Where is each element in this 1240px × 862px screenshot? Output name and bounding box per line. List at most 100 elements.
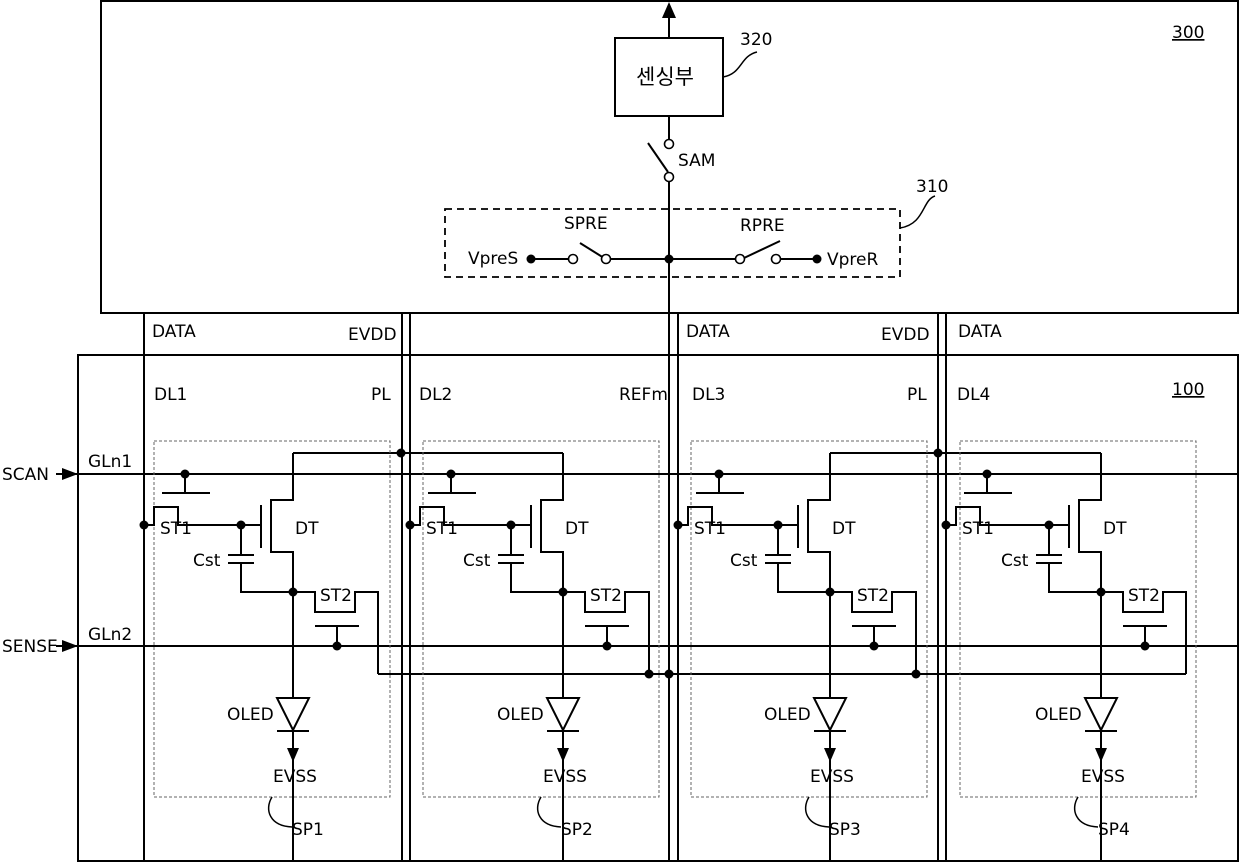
cst-wire-bottom: [511, 563, 563, 592]
gate-line-2: [56, 640, 1238, 652]
top-block-ref: 300: [1172, 23, 1204, 43]
st1-label: ST1: [694, 519, 726, 539]
st1-transistor: [678, 507, 778, 525]
subpixel-4: ST1DTCstST2OLEDEVSSSP4: [942, 441, 1197, 860]
subpixel-label: SP2: [561, 820, 593, 840]
gln2-label: GLn2: [88, 625, 132, 645]
subpixel-3: ST1 DT CstST2OLED EVSS SP3: [674, 441, 928, 860]
dt-transistor: [1079, 453, 1101, 860]
oled-label: OLED: [764, 705, 811, 725]
data-label-1: DATA: [152, 322, 196, 342]
st1-gate-node: [715, 470, 724, 479]
oled-label: OLED: [497, 705, 544, 725]
scan-label: SCAN: [2, 465, 49, 485]
subpixel-cells: ST1 DT CstST2OLED EVSS SP1 ST1 DT CstST2OLED EVS…: [140, 441, 1197, 860]
evdd-label-2: EVDD: [881, 325, 930, 345]
evss-label: EVSS: [543, 767, 587, 787]
output-arrow: [662, 2, 676, 38]
subpixel-leader: [806, 797, 829, 827]
evdd-label-1: EVDD: [348, 325, 397, 345]
subpixel-label: SP3: [829, 820, 861, 840]
oled-diode: [547, 698, 579, 730]
rpre-label: RPRE: [740, 216, 785, 236]
cst-label: Cst: [463, 551, 491, 571]
cst-wire-bottom: [241, 563, 293, 592]
sam-switch: [648, 116, 674, 862]
cst-wire-bottom: [1049, 563, 1101, 592]
vpres-label: VpreS: [468, 249, 518, 269]
spre-switch: [527, 243, 736, 264]
sensing-unit-ref: 320: [740, 30, 772, 50]
dt-transistor: [541, 453, 563, 860]
st1-label: ST1: [426, 519, 458, 539]
dl3-label: DL3: [692, 385, 725, 405]
subpixel-2: ST1 DT CstST2OLED EVSS SP2: [406, 441, 660, 860]
evss-arrow: [824, 748, 836, 762]
st1-label: ST1: [160, 519, 192, 539]
display-panel-frame: [78, 355, 1238, 861]
rpre-switch: [736, 241, 822, 264]
pl-label-2: PL: [907, 385, 927, 405]
oled-diode: [814, 698, 846, 730]
sam-label: SAM: [678, 151, 715, 171]
st1-gate-node: [181, 470, 190, 479]
st1-label: ST1: [962, 519, 994, 539]
evss-label: EVSS: [1081, 767, 1125, 787]
oled-diode: [1085, 698, 1117, 730]
subpixel-label: SP4: [1098, 820, 1130, 840]
subpixel-leader: [538, 797, 561, 827]
st2-gate-node: [333, 642, 342, 651]
evdd-wires: [293, 449, 1101, 458]
precharge-node: [665, 255, 674, 264]
st2-gate-node: [603, 642, 612, 651]
oled-diode: [277, 698, 309, 730]
oled-label: OLED: [1035, 705, 1082, 725]
dt-label: DT: [295, 519, 319, 539]
precharge-leader: [900, 196, 935, 228]
subpixel-boundary: [154, 441, 390, 797]
st1-gate-node: [447, 470, 456, 479]
sensing-unit-leader: [723, 52, 757, 77]
st2-label: ST2: [857, 586, 889, 606]
dl4-label: DL4: [957, 385, 990, 405]
data-label-3: DATA: [958, 322, 1002, 342]
data-line-node: [406, 521, 415, 530]
sensing-unit-label: 센싱부: [636, 65, 694, 89]
subpixel-boundary: [960, 441, 1196, 797]
st2-label: ST2: [1128, 586, 1160, 606]
dt-label: DT: [832, 519, 856, 539]
dl1-label: DL1: [154, 385, 187, 405]
oled-label: OLED: [227, 705, 274, 725]
subpixel-boundary: [423, 441, 659, 797]
precharge-ref: 310: [916, 177, 948, 197]
cst-label: Cst: [193, 551, 221, 571]
evss-arrow: [287, 748, 299, 762]
evss-arrow: [557, 748, 569, 762]
subpixel-label: SP1: [292, 820, 324, 840]
st2-gate-node: [870, 642, 879, 651]
subpixel-leader: [269, 797, 292, 827]
st2-label: ST2: [590, 586, 622, 606]
evss-label: EVSS: [810, 767, 854, 787]
st1-gate-node: [983, 470, 992, 479]
dt-transistor: [271, 453, 293, 860]
refm-label: REFm: [619, 385, 668, 405]
data-line-node: [942, 521, 951, 530]
cst-label: Cst: [1001, 551, 1029, 571]
data-line-node: [140, 521, 149, 530]
cst-wire-bottom: [778, 563, 830, 592]
st1-transistor: [144, 507, 241, 525]
dt-label: DT: [565, 519, 589, 539]
panel-ref: 100: [1172, 380, 1204, 400]
vprer-label: VpreR: [827, 250, 878, 270]
evss-label: EVSS: [273, 767, 317, 787]
gln1-label: GLn1: [88, 452, 132, 472]
cst-label: Cst: [730, 551, 758, 571]
subpixel-1: ST1DTCstST2OLEDEVSSSP1: [140, 441, 391, 860]
subpixel-leader: [1075, 797, 1098, 827]
sense-label: SENSE: [2, 637, 58, 657]
gate-line-1: [56, 468, 1238, 480]
evss-arrow: [1095, 748, 1107, 762]
